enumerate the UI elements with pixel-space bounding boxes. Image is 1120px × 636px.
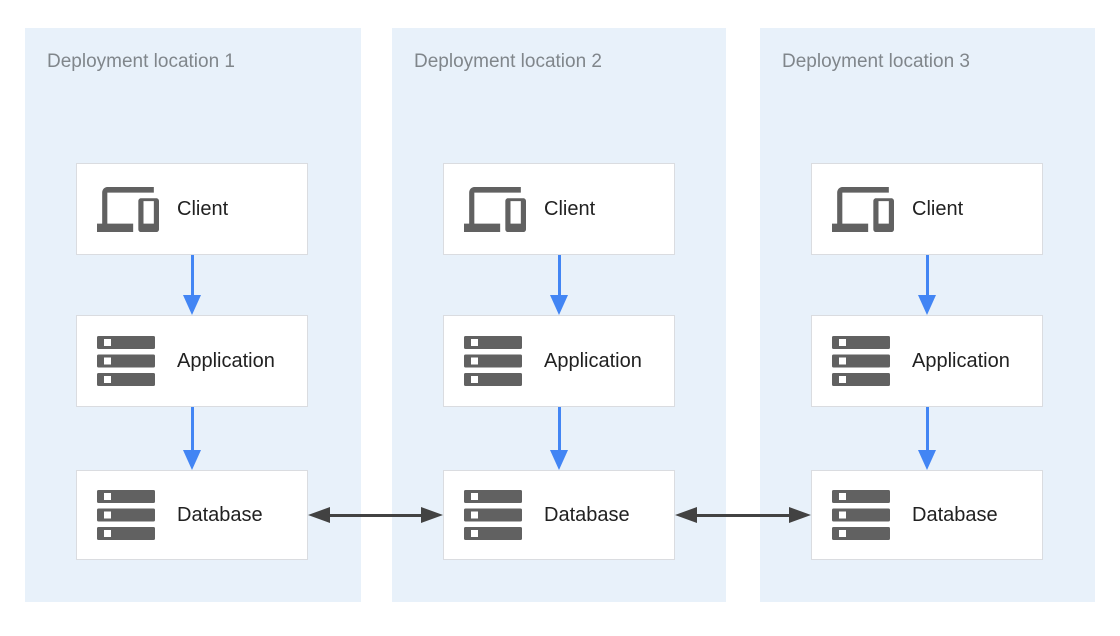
- server-stack-icon: [97, 490, 159, 540]
- devices-icon: [832, 186, 894, 232]
- database-node: Database: [443, 470, 675, 560]
- arrowhead-right-icon: [421, 507, 443, 523]
- database-node: Database: [76, 470, 308, 560]
- flow-arrow-client-to-application: [918, 255, 936, 315]
- deployment-location-panel-3: Deployment location 3 Client Application…: [760, 28, 1095, 602]
- server-stack-icon: [832, 336, 894, 386]
- arrowhead-down-icon: [918, 450, 936, 470]
- flow-arrow-application-to-database: [550, 407, 568, 470]
- arrowhead-down-icon: [550, 450, 568, 470]
- application-node: Application: [443, 315, 675, 407]
- node-label: Application: [177, 349, 275, 372]
- flow-arrow-application-to-database: [183, 407, 201, 470]
- node-label: Application: [912, 349, 1010, 372]
- devices-icon: [97, 186, 159, 232]
- panel-title: Deployment location 3: [782, 51, 970, 72]
- arrowhead-down-icon: [183, 295, 201, 315]
- server-stack-icon: [464, 336, 526, 386]
- node-label: Database: [544, 503, 630, 526]
- node-label: Database: [177, 503, 263, 526]
- database-node: Database: [811, 470, 1043, 560]
- replication-arrow-db2-db3: [675, 506, 811, 524]
- server-stack-icon: [97, 336, 159, 386]
- arrowhead-down-icon: [183, 450, 201, 470]
- application-node: Application: [811, 315, 1043, 407]
- node-label: Client: [544, 197, 596, 220]
- arrowhead-left-icon: [675, 507, 697, 523]
- application-node: Application: [76, 315, 308, 407]
- node-label: Application: [544, 349, 642, 372]
- server-stack-icon: [832, 490, 894, 540]
- flow-arrow-client-to-application: [183, 255, 201, 315]
- panel-title: Deployment location 2: [414, 51, 602, 72]
- node-label: Client: [177, 197, 229, 220]
- replication-arrow-db1-db2: [308, 506, 443, 524]
- deployment-location-panel-1: Deployment location 1 Client Application…: [25, 28, 361, 602]
- client-node: Client: [76, 163, 308, 255]
- devices-icon: [464, 186, 526, 232]
- deployment-location-panel-2: Deployment location 2 Client Application…: [392, 28, 726, 602]
- flow-arrow-application-to-database: [918, 407, 936, 470]
- node-label: Client: [912, 197, 964, 220]
- arrowhead-left-icon: [308, 507, 330, 523]
- panel-title: Deployment location 1: [47, 51, 235, 72]
- client-node: Client: [443, 163, 675, 255]
- arrowhead-down-icon: [918, 295, 936, 315]
- arrowhead-right-icon: [789, 507, 811, 523]
- arrowhead-down-icon: [550, 295, 568, 315]
- flow-arrow-client-to-application: [550, 255, 568, 315]
- node-label: Database: [912, 503, 998, 526]
- client-node: Client: [811, 163, 1043, 255]
- server-stack-icon: [464, 490, 526, 540]
